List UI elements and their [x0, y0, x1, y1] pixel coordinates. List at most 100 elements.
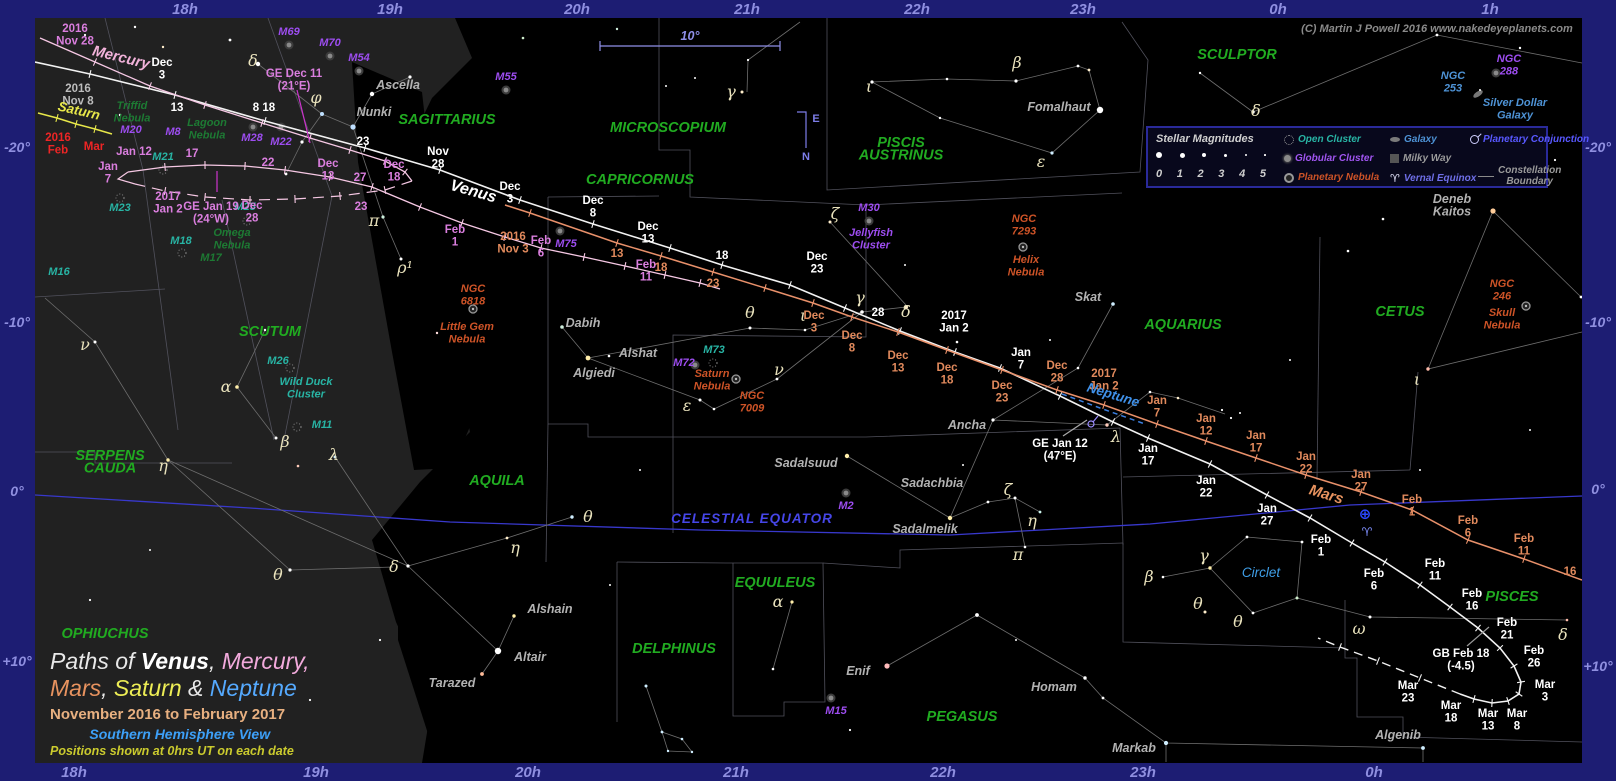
constellation-boundary: [267, 18, 333, 197]
constellation-label: OPHIUCHUS: [61, 626, 148, 642]
constellation-figure-line: [352, 126, 384, 218]
open-cluster-icon: [1284, 134, 1294, 145]
star: [93, 340, 97, 344]
mercury-path-in-tick: [92, 58, 98, 66]
planetary-nebula-marker: [1021, 245, 1025, 249]
greek-label: β: [279, 432, 289, 451]
venus-path-tick: [88, 69, 92, 79]
greek-label: α: [221, 377, 232, 396]
star: [1148, 390, 1152, 394]
greek-label: ι: [800, 306, 806, 325]
star: [945, 77, 949, 81]
greek-label: ε: [683, 396, 692, 415]
constellation-label: SCULPTOR: [1197, 47, 1277, 63]
star: [435, 331, 439, 335]
ra-hour-label: 19h: [303, 764, 329, 781]
globular-cluster-marker: [356, 68, 362, 74]
greek-label: γ: [1199, 546, 1209, 565]
greek-label: ι: [866, 77, 872, 96]
date-label: 23: [355, 201, 368, 213]
star: [296, 464, 300, 468]
mars-path-tick: [850, 313, 854, 321]
star: [986, 500, 990, 504]
star: [1096, 106, 1104, 114]
greek-label: δ: [248, 51, 258, 70]
greek-label: δ: [1251, 101, 1261, 120]
planetary-nebula-marker: [471, 307, 475, 311]
gc-label: M2: [838, 500, 853, 512]
star: [680, 737, 684, 741]
date-label: 13: [171, 102, 184, 114]
star: [1490, 208, 1496, 214]
ve-label: ⊕: [1359, 505, 1372, 523]
mercury-path-in-tick: [348, 146, 352, 154]
star: [644, 684, 648, 688]
planetary-nebula-marker: [734, 377, 738, 381]
planetary-nebula-icon: [1284, 172, 1294, 183]
star: [350, 124, 356, 130]
date-label: GB Feb 18(-4.5): [1433, 648, 1490, 673]
star: [320, 112, 324, 116]
venus-path-tick: [1496, 644, 1504, 652]
milky-way-patch: [35, 18, 472, 763]
ra-hour-label: 0h: [1365, 764, 1383, 781]
mars-path-tick: [945, 346, 949, 354]
vernal-equinox-icon: ♈: [1390, 172, 1400, 185]
star: [870, 80, 874, 84]
star: [83, 33, 87, 37]
constellation-boundary: [35, 288, 166, 298]
constellation-label: AQUARIUS: [1143, 317, 1222, 333]
constellation-figure-line: [236, 386, 277, 439]
constellation-boundary: [865, 427, 1124, 546]
globular-cluster-marker: [1493, 70, 1499, 76]
venus-path-tick: [363, 143, 367, 153]
star: [1245, 535, 1249, 539]
star: [1015, 639, 1017, 641]
legend-constellation-boundary: Constellation Boundary: [1478, 165, 1561, 187]
greek-label: β: [1143, 567, 1153, 586]
mars-path-tick: [1204, 437, 1208, 445]
venus-path-tick: [1515, 691, 1523, 697]
date-label: 8 18: [253, 102, 276, 114]
venus-retrograde: [1317, 637, 1461, 695]
greek-label: θ: [583, 507, 593, 526]
constellation-figure-line: [886, 614, 1424, 749]
venus-path-tick: [1447, 603, 1453, 611]
blue-label: Circlet: [1242, 565, 1282, 580]
gc-label: M15: [825, 705, 847, 717]
star: [1083, 676, 1087, 680]
constellation-figure-line: [352, 93, 373, 128]
star: [694, 77, 696, 79]
venus-path-tick: [591, 220, 595, 228]
star: [494, 647, 502, 655]
title-line-1: Paths of Venus, Mercury,: [50, 648, 310, 674]
date-label: 13: [611, 248, 624, 260]
date-label: 27: [354, 172, 367, 184]
milky-way-patch: [352, 62, 472, 470]
star: [512, 614, 516, 618]
star: [607, 354, 611, 358]
greek-label: γ: [855, 288, 865, 307]
constellation-figure-line: [1427, 210, 1582, 370]
star-name-label: Altair: [513, 650, 547, 664]
oc-label: M26: [267, 355, 289, 367]
pointer-line: [296, 89, 311, 144]
star: [1101, 696, 1105, 700]
planetary-conjunction-symbol: [1092, 415, 1099, 423]
constellation-figure-line: [236, 329, 266, 388]
star: [1038, 510, 1042, 514]
star: [1300, 540, 1304, 544]
constellation-boundary: [726, 562, 826, 717]
greek-label: ε: [1037, 152, 1046, 171]
star-name-label: Ancha: [947, 418, 986, 432]
star: [1161, 575, 1165, 579]
greek-label: ν: [774, 360, 784, 379]
gc-label: M8: [165, 126, 181, 138]
